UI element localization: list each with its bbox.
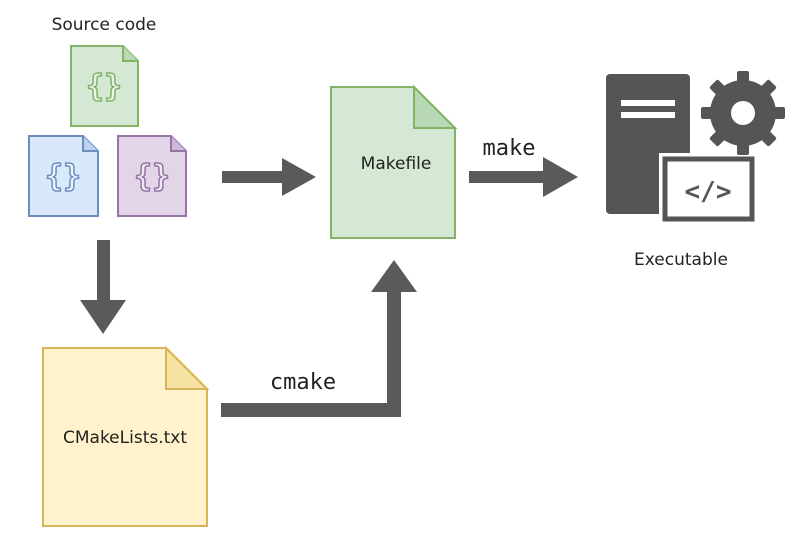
source-file-purple-icon: {} (117, 135, 187, 217)
svg-text:{}: {} (86, 69, 122, 104)
executable-label: Executable (634, 250, 728, 270)
code-window-icon: </> (659, 153, 758, 225)
source-code-label: Source code (52, 15, 157, 35)
gear-icon (701, 71, 785, 155)
arrow-sources-to-makefile (222, 158, 316, 196)
source-file-blue-icon: {} (28, 135, 99, 217)
arrow-makefile-to-executable (469, 157, 578, 197)
cmakelists-label: CMakeLists.txt (63, 428, 187, 448)
source-file-green-icon: {} (70, 45, 139, 127)
make-label: make (483, 136, 536, 161)
arrow-cmakelists-to-makefile (221, 260, 417, 417)
svg-text:{}: {} (45, 159, 81, 194)
svg-text:</>: </> (685, 177, 732, 207)
arrow-sources-to-cmakelists (80, 240, 126, 334)
cmake-label: cmake (270, 370, 336, 395)
makefile-document (330, 84, 458, 239)
svg-text:{}: {} (134, 159, 170, 194)
makefile-label: Makefile (361, 154, 432, 174)
cmakelists-document (42, 345, 210, 527)
